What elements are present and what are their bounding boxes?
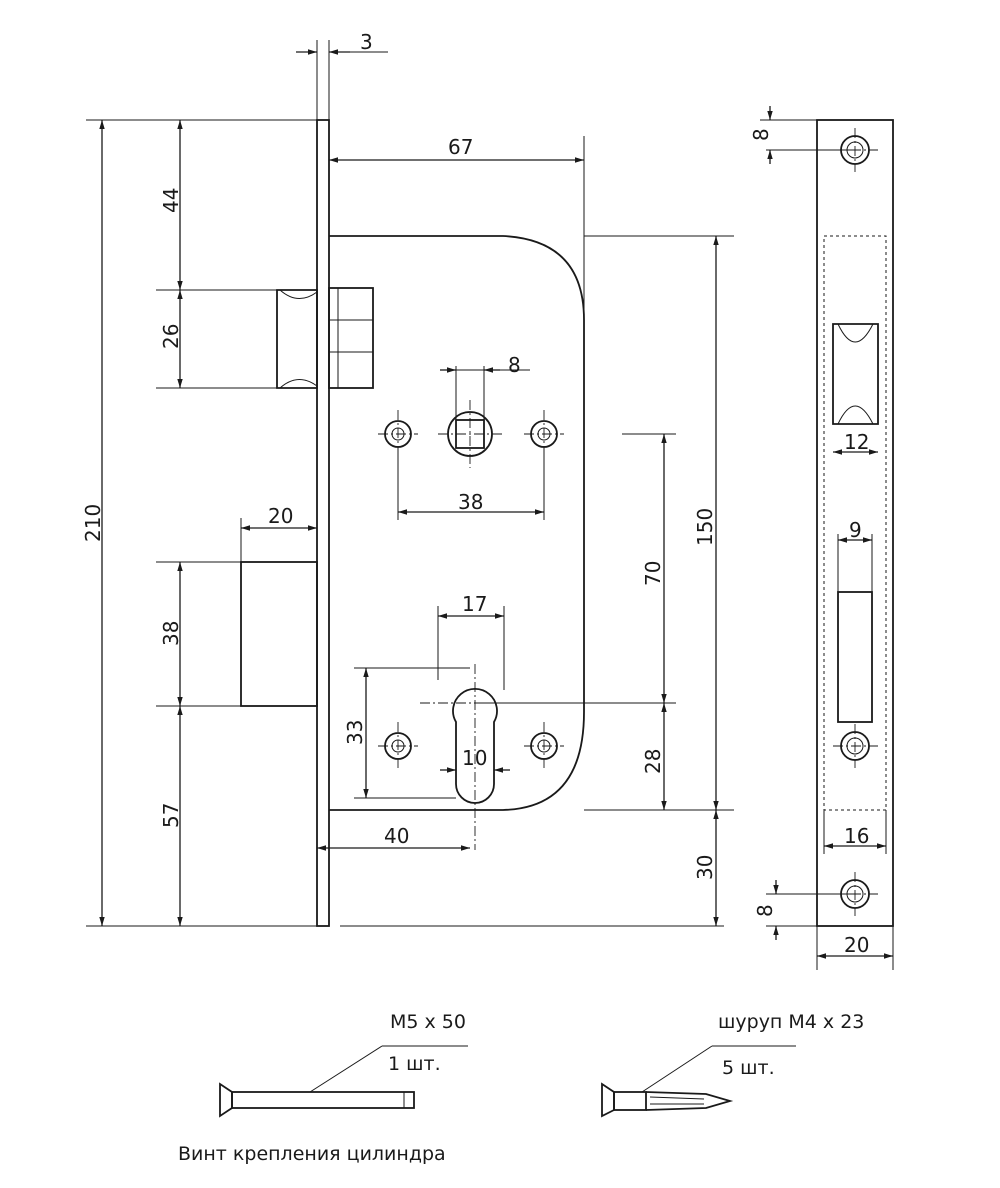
- dim-body-bottom-offset: 30: [693, 855, 717, 880]
- dim-spindle-holes: 38: [458, 490, 483, 514]
- dim-fp-inner-width: 16: [844, 824, 869, 848]
- faceplate-labels: 8 8 12 9 16 20: [749, 128, 869, 957]
- dim-total-height: 210: [81, 504, 105, 542]
- dim-spindle-to-cylinder: 70: [641, 561, 665, 586]
- dim-bolt-height: 38: [159, 621, 183, 646]
- dim-bottom-to-bolt: 57: [159, 803, 183, 828]
- screw-cylinder-qty: 1 шт.: [388, 1053, 441, 1075]
- dim-fp-plate-width: 20: [844, 933, 869, 957]
- faceplate-cylinder-hole: [833, 724, 878, 768]
- screw-cylinder-caption: Винт крепления цилиндра: [178, 1143, 446, 1165]
- screw-cylinder: M5 x 50 1 шт. Винт крепления цилиндра: [178, 1011, 468, 1165]
- dim-fp-latch-window: 12: [844, 430, 869, 454]
- screw-wood: шуруп M4 x 23 5 шт.: [601, 1011, 864, 1118]
- dimension-labels: 3 67 44 26 210 8 38 20 38 57 150 70 17 3…: [81, 30, 717, 880]
- dim-plate-thickness: 3: [360, 30, 373, 54]
- dim-cylinder-holes: 33: [343, 720, 367, 745]
- handle-hole-left: [378, 410, 418, 458]
- faceplate-outline: [816, 119, 894, 927]
- dim-cylinder-to-bottom: 28: [641, 749, 665, 774]
- dim-cylinder-width: 17: [462, 592, 487, 616]
- face-plate: [316, 119, 330, 927]
- dim-backset-full: 67: [448, 135, 473, 159]
- dimension-lines: [86, 40, 734, 927]
- screw-cylinder-spec: M5 x 50: [390, 1011, 466, 1033]
- faceplate-latch-window: [832, 323, 879, 425]
- latch-bolt: [276, 287, 374, 389]
- lock-body: [329, 235, 585, 811]
- dim-fp-bottom-hole: 8: [753, 904, 777, 917]
- dim-backset: 40: [384, 824, 409, 848]
- dim-latch-height: 26: [159, 324, 183, 349]
- dim-fp-top-hole: 8: [749, 128, 773, 141]
- cylinder-hole-left: [378, 722, 418, 770]
- screw-wood-qty: 5 шт.: [722, 1057, 775, 1079]
- dim-fp-bolt-window: 9: [849, 518, 862, 542]
- faceplate-front-view: [760, 106, 894, 970]
- faceplate-bolt-window: [837, 534, 873, 723]
- spindle-hub: [438, 400, 502, 468]
- cylinder-hole-right: [524, 722, 564, 770]
- dim-body-height: 150: [693, 508, 717, 546]
- dead-bolt: [240, 561, 318, 707]
- dim-cylinder-slot: 10: [462, 746, 487, 770]
- screw-wood-spec: шуруп M4 x 23: [718, 1011, 864, 1033]
- dim-top-to-latch: 44: [159, 188, 183, 213]
- dim-bolt-throw: 20: [268, 504, 293, 528]
- dim-spindle-square: 8: [508, 353, 521, 377]
